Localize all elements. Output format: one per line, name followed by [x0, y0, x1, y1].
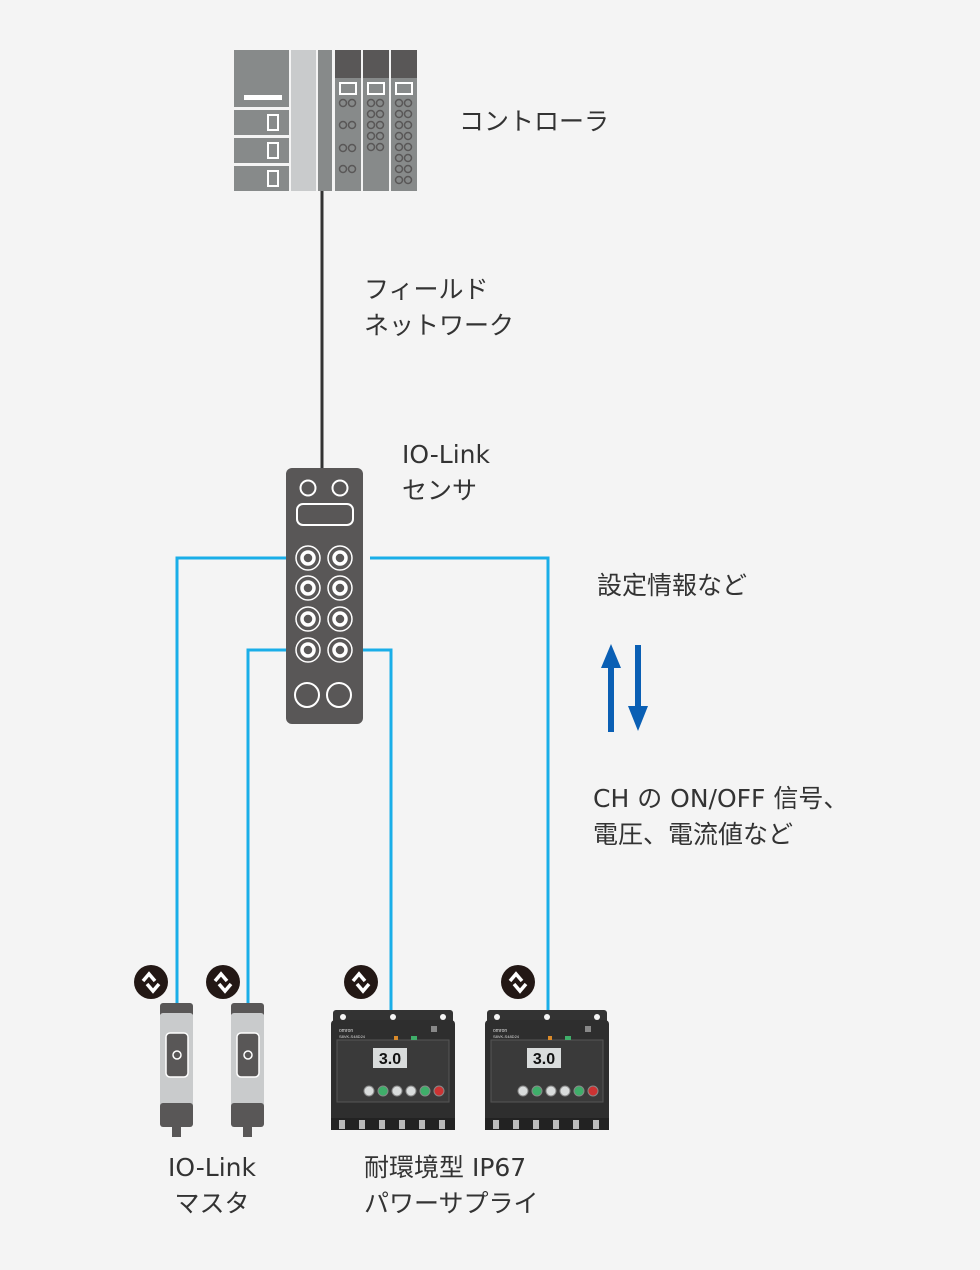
arrow-down-icon: [635, 645, 641, 710]
wire-sensor-2: [246, 648, 288, 1005]
io-link-icon: [134, 965, 168, 999]
power-supply-device: 3.0 omron S8VK-S48D24: [485, 1010, 609, 1130]
io-link-master-label: IO-Link マスタ: [168, 1153, 256, 1218]
io-link-icon: [206, 965, 240, 999]
ch-signals-label: CH の ON/OFF 信号、 電圧、電流値など: [593, 784, 849, 849]
svg-text:S8VK-S48D24: S8VK-S48D24: [339, 1034, 366, 1039]
io-link-icon: [501, 965, 535, 999]
wire-sensor-1: [175, 556, 288, 1005]
io-link-icon: [344, 965, 378, 999]
io-link-hub-label: IO-Link センサ: [402, 440, 490, 505]
power-supply-display: 3.0: [533, 1051, 555, 1068]
io-link-sensor-device: [231, 1003, 264, 1137]
io-link-icons: [134, 965, 535, 999]
power-supply-display: 3.0: [379, 1051, 401, 1068]
svg-text:omron: omron: [339, 1028, 353, 1034]
io-link-wires: [175, 556, 550, 1012]
io-link-hub-device: [286, 468, 363, 724]
power-supply-label: 耐環境型 IP67 パワーサプライ: [364, 1153, 539, 1218]
controller-label: コントローラ: [459, 107, 610, 136]
settings-info-label: 設定情報など: [597, 571, 748, 600]
field-network-label: フィールド ネットワーク: [364, 275, 515, 340]
svg-text:omron: omron: [493, 1028, 507, 1034]
power-supply-device: 3.0 omron S8VK-S48D24: [331, 1010, 455, 1130]
wire-power-supply-1: [356, 648, 393, 1012]
controller-device: [234, 50, 417, 191]
svg-text:S8VK-S48D24: S8VK-S48D24: [493, 1034, 520, 1039]
bidirectional-arrows-icon: [601, 644, 648, 732]
arrow-up-icon: [608, 662, 614, 732]
wire-power-supply-2: [370, 556, 550, 1012]
hub-ports: [295, 545, 353, 663]
io-link-sensor-device: [160, 1003, 193, 1137]
